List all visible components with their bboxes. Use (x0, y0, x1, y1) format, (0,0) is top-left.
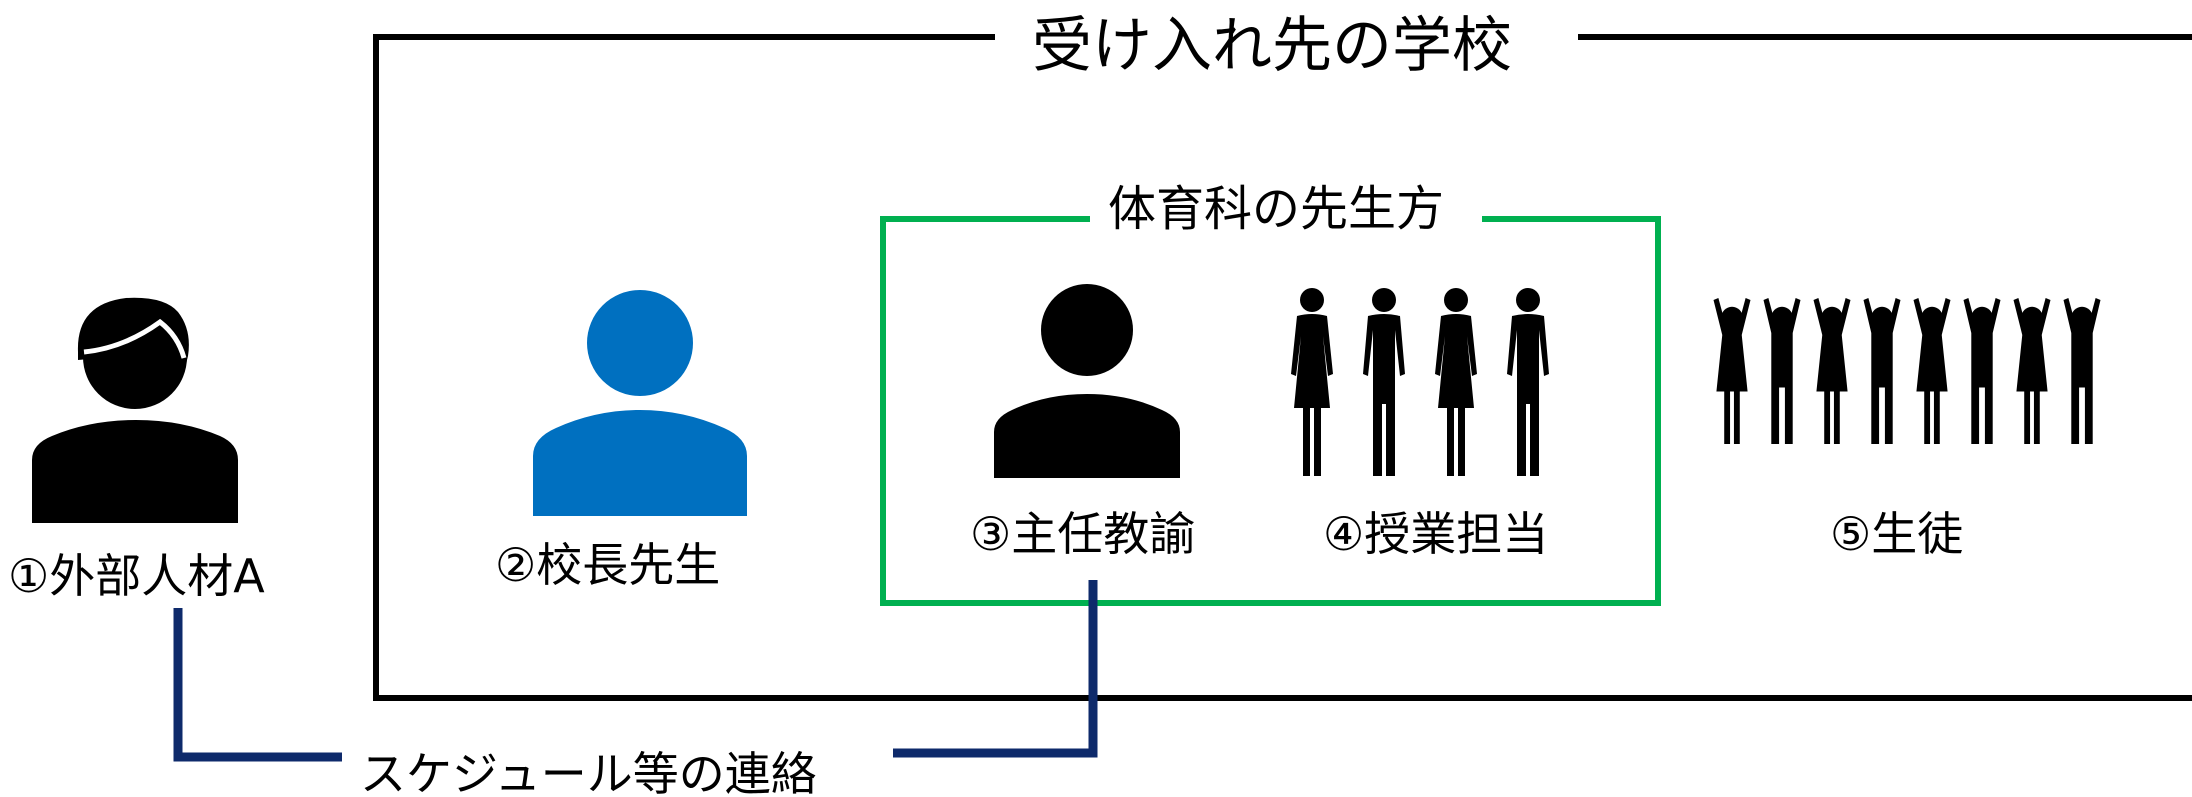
students-label: ⑤生徒 (1830, 507, 1963, 561)
school-frame-title: 受け入れ先の学校 (1032, 11, 1512, 81)
man-icon (32, 297, 238, 523)
chief-teacher-person-icon (994, 284, 1180, 478)
principal-label: ②校長先生 (495, 538, 720, 592)
school-frame (373, 34, 2192, 701)
crowd-cheering-icon (1713, 298, 2101, 444)
pe-teachers-frame-title: 体育科の先生方 (1108, 181, 1444, 237)
connector-line (173, 580, 1098, 762)
chief-teacher-label: ③主任教諭 (970, 507, 1195, 561)
pe-teachers-frame (880, 216, 1661, 606)
principal-person-icon (533, 290, 747, 516)
external-person-label: ①外部人材A (8, 549, 265, 603)
class-teachers-label: ④授業担当 (1323, 507, 1548, 561)
group-icon (1291, 288, 1549, 476)
connector-label: スケジュール等の連絡 (360, 747, 817, 797)
